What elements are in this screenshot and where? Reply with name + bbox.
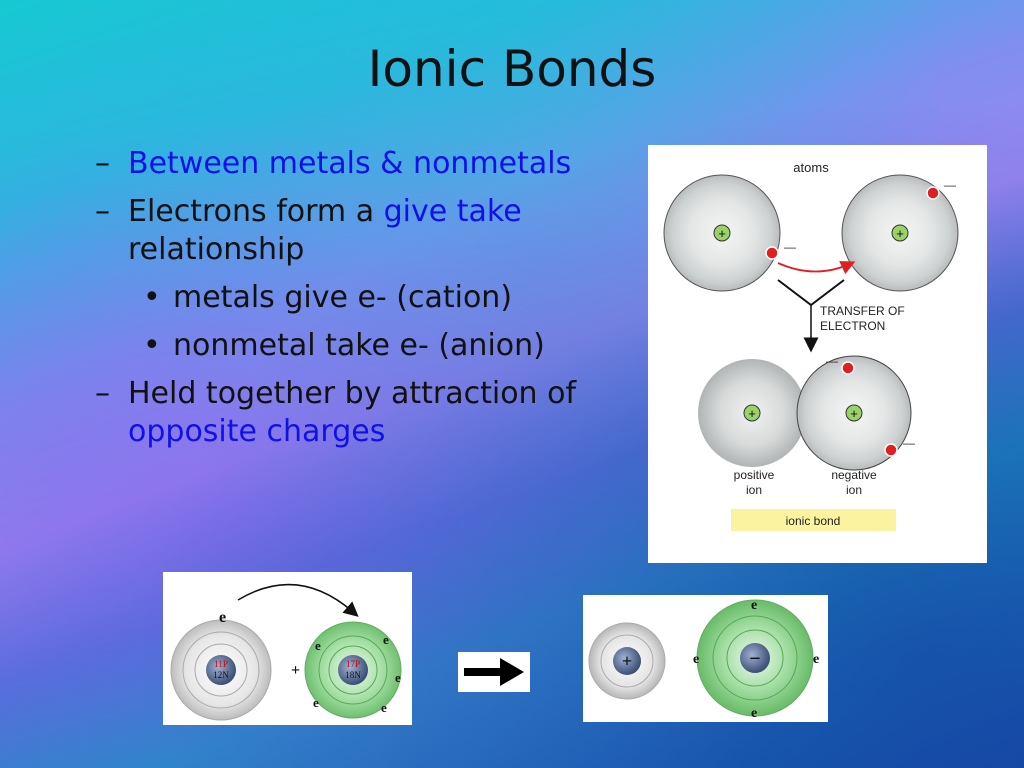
electron-icon <box>765 246 779 260</box>
electron-label: e <box>693 652 699 667</box>
ionic-bond-label-box <box>731 509 896 531</box>
nucleus-icon <box>743 404 761 422</box>
transfer-label-line2: ELECTRON <box>820 319 885 333</box>
nucleus-plus: + <box>718 226 726 241</box>
dash-marker: – <box>95 376 110 411</box>
bullet-3: – Held together by attraction of opposit… <box>95 375 635 451</box>
bullet-3-text: Held together by attraction of <box>128 376 577 411</box>
sodium-neutrons: 12N <box>213 670 229 680</box>
bullet-2-highlight: give take <box>383 194 522 229</box>
nucleus-icon <box>845 404 863 422</box>
nucleus-plus: + <box>850 406 858 421</box>
bullet-1: – Between metals & nonmetals <box>95 145 635 183</box>
bullet-3-highlight: opposite charges <box>128 414 386 449</box>
shell-ring <box>726 629 784 687</box>
electron-label: e <box>751 706 757 721</box>
electron-icon <box>841 361 855 375</box>
chloride-ion-nucleus <box>740 643 770 673</box>
electron-charge: — <box>903 436 915 450</box>
shell-ring <box>328 645 378 695</box>
nucleus-plus: + <box>748 406 756 421</box>
slide-title: Ionic Bonds <box>367 40 657 98</box>
merge-lines <box>777 279 845 307</box>
sub-bullet-cation: • metals give e- (cation) <box>95 279 635 317</box>
electron-label: e <box>383 632 389 647</box>
dot-marker: • <box>143 328 161 363</box>
shell-ring <box>318 635 388 705</box>
electron-charge: — <box>784 240 796 254</box>
sodium-ion-nucleus <box>613 647 641 675</box>
dot-marker: • <box>143 280 161 315</box>
electron-label: e <box>313 695 319 710</box>
electron-label: e <box>315 638 321 653</box>
shell-ring <box>194 643 248 697</box>
nucleus-icon <box>713 224 731 242</box>
atoms-label: atoms <box>793 160 829 175</box>
transfer-label-line1: TRANSFER OF <box>820 304 905 318</box>
dash-marker: – <box>95 146 110 181</box>
sub-bullet-cation-text: metals give e- (cation) <box>173 280 513 315</box>
electron-charge: — <box>826 354 838 368</box>
bullet-2-text-start: Electrons form a <box>128 194 384 229</box>
electron-label: e <box>751 598 757 613</box>
chlorine-protons: 17P <box>346 659 360 669</box>
sodium-nucleus <box>206 655 236 685</box>
sub-bullet-anion: • nonmetal take e- (anion) <box>95 327 635 365</box>
bullet-2: – Electrons form a give take relationshi… <box>95 193 635 269</box>
electron-label: e <box>381 700 387 715</box>
right-arrow-icon <box>464 658 524 686</box>
shell-ring <box>712 615 798 701</box>
ionic-bond-diagram: atoms + — + — TRANSFER OF ELECTRON + + —… <box>648 145 987 563</box>
electron-label: e <box>395 670 401 685</box>
electron-charge: — <box>944 178 956 192</box>
shell-ring <box>600 634 654 688</box>
plus-sign: + <box>291 662 300 679</box>
shell-ring <box>182 631 260 709</box>
electron-icon <box>926 186 940 200</box>
bullet-1-text: Between metals & nonmetals <box>128 146 572 181</box>
na-cl-atoms-panel: 11P 12N e + 17P 18N e e e e e <box>163 572 412 725</box>
transfer-arrow-icon <box>777 261 856 275</box>
chlorine-neutrons: 18N <box>345 670 361 680</box>
chlorine-nucleus <box>338 655 368 685</box>
sodium-protons: 11P <box>214 659 228 669</box>
positive-ion-label-2: ion <box>746 483 762 497</box>
bullet-list: – Between metals & nonmetals – Electrons… <box>95 145 635 461</box>
positive-ion-label-1: positive <box>734 468 775 482</box>
dash-marker: – <box>95 194 110 229</box>
transfer-arrow-icon <box>237 583 359 617</box>
cation-sign: + <box>622 651 632 671</box>
negative-ion-label-2: ion <box>846 483 862 497</box>
ionic-bond-label: ionic bond <box>786 514 841 528</box>
negative-ion-label-1: negative <box>831 468 877 482</box>
na-cl-ions-panel: + − e e e e <box>583 595 828 722</box>
reaction-arrow-panel <box>458 652 530 692</box>
sub-bullet-anion-text: nonmetal take e- (anion) <box>173 328 545 363</box>
electron-label: e <box>813 652 819 667</box>
bullet-2-text-end: relationship <box>128 232 305 267</box>
anion-sign: − <box>749 648 760 670</box>
nucleus-plus: + <box>896 226 904 241</box>
valence-electron: e <box>219 609 226 626</box>
nucleus-icon <box>891 224 909 242</box>
electron-icon <box>884 443 898 457</box>
